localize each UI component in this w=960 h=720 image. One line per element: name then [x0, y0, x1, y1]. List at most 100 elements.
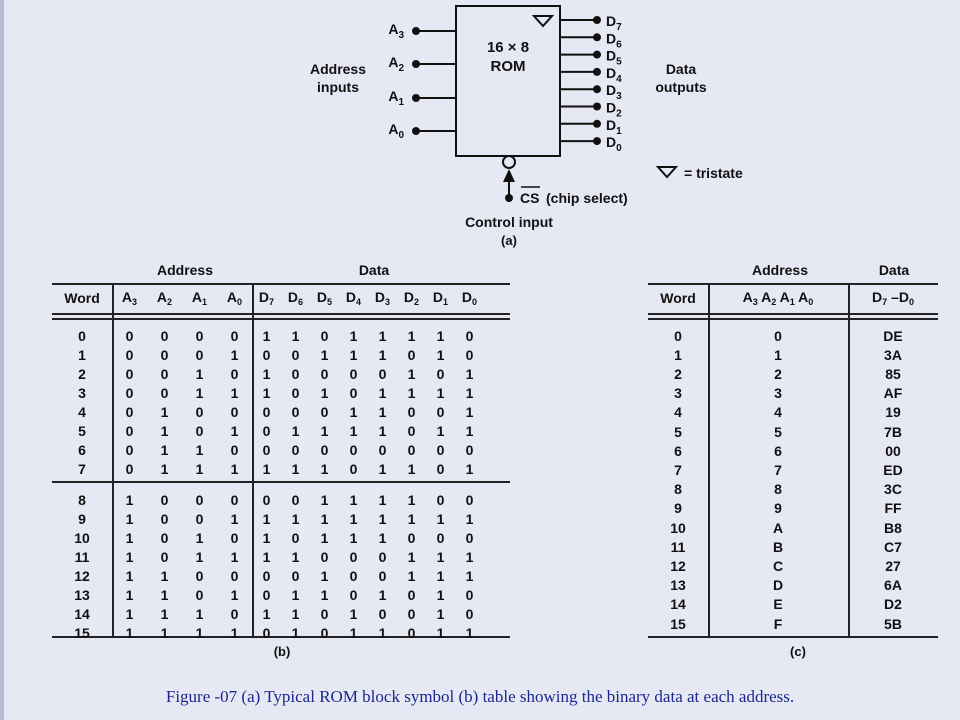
- table-cell: 5: [674, 423, 682, 440]
- address-pin-label: A0: [388, 121, 404, 141]
- cs-description: (chip select): [546, 190, 628, 206]
- table-cell: 0: [349, 441, 358, 458]
- table-cell: 2: [78, 365, 86, 382]
- table-c-bottom-rule: [648, 636, 938, 638]
- table-cell: FF: [884, 500, 902, 517]
- table-cell: 1: [465, 548, 474, 565]
- table-cell: 1: [125, 586, 134, 603]
- rom-chip-body: [455, 5, 561, 157]
- table-cell: 1: [407, 548, 416, 565]
- table-cell: 0: [349, 548, 358, 565]
- table-cell: 1: [465, 384, 474, 401]
- table-cell: 1: [262, 605, 271, 622]
- table-cell: 0: [349, 365, 358, 382]
- table-cell: 1: [378, 460, 387, 477]
- table-cell: 0: [436, 403, 445, 420]
- table-cell: 0: [320, 327, 329, 344]
- table-cell: 0: [291, 567, 300, 584]
- table-c-header-data: D7 –D0: [872, 289, 914, 307]
- table-cell: 3A: [884, 346, 902, 363]
- table-cell: 0: [230, 365, 239, 382]
- table-cell: 9: [78, 510, 86, 527]
- table-cell: 1: [320, 422, 329, 439]
- table-cell: 6: [78, 441, 86, 458]
- table-cell: 1: [349, 422, 358, 439]
- table-cell: 0: [230, 529, 239, 546]
- table-cell: 1: [160, 441, 169, 458]
- table-cell: 1: [465, 460, 474, 477]
- table-cell: ED: [883, 461, 903, 478]
- table-cell: 6: [774, 442, 782, 459]
- table-cell: 0: [195, 586, 204, 603]
- table-cell: 0: [465, 327, 474, 344]
- table-cell: B: [772, 538, 784, 555]
- table-cell: 1: [378, 491, 387, 508]
- table-cell: 0: [195, 510, 204, 527]
- table-cell: 0: [160, 529, 169, 546]
- table-cell: 1: [291, 510, 300, 527]
- table-cell: 0: [436, 529, 445, 546]
- table-b-header-rule: [52, 313, 510, 315]
- address-pin-dot: [412, 27, 420, 35]
- table-cell: 0: [436, 460, 445, 477]
- address-pin-dot: [412, 127, 420, 135]
- table-b-header-cell: D5: [316, 289, 333, 307]
- table-cell: 7: [774, 461, 782, 478]
- table-cell: 1: [465, 422, 474, 439]
- table-cell: 1: [436, 346, 445, 363]
- table-cell: 0: [262, 491, 271, 508]
- address-pin-dot: [412, 60, 420, 68]
- table-cell: 0: [230, 491, 239, 508]
- table-cell: 1: [378, 624, 387, 641]
- table-c-header-address: A3 A2 A1 A0: [742, 289, 814, 307]
- table-cell: 0: [262, 624, 271, 641]
- table-cell: 1: [378, 327, 387, 344]
- table-cell: C7: [884, 538, 902, 555]
- table-cell: 6A: [884, 577, 902, 594]
- table-b-header-cell: D1: [432, 289, 449, 307]
- table-cell: 1: [291, 605, 300, 622]
- figure-a-label: (a): [501, 233, 517, 248]
- table-b-top-rule: [52, 283, 510, 285]
- data-pin-dot: [593, 67, 601, 76]
- table-cell: 1: [291, 422, 300, 439]
- table-cell: 1: [230, 586, 239, 603]
- figure-c-label: (c): [790, 644, 806, 659]
- table-cell: 0: [125, 346, 134, 363]
- table-cell: 0: [262, 346, 271, 363]
- table-cell: 0: [291, 384, 300, 401]
- data-pin-dot: [593, 119, 601, 128]
- table-cell: 0: [291, 491, 300, 508]
- table-cell: 1: [230, 384, 239, 401]
- table-cell: 1: [407, 384, 416, 401]
- address-pin-label: A2: [388, 54, 404, 74]
- table-cell: 1: [349, 346, 358, 363]
- table-cell: 1: [230, 346, 239, 363]
- table-cell: 7: [674, 461, 682, 478]
- table-cell: 1: [125, 567, 134, 584]
- table-c-header-rule-2: [648, 318, 938, 320]
- table-cell: 1: [378, 346, 387, 363]
- table-cell: 1: [160, 586, 169, 603]
- table-cell: 8: [674, 481, 682, 498]
- address-pin-dot: [412, 94, 420, 102]
- table-b-header-cell: D6: [287, 289, 304, 307]
- table-cell: 1: [125, 548, 134, 565]
- table-cell: 1: [465, 403, 474, 420]
- table-cell: 85: [885, 365, 901, 382]
- table-cell: 0: [378, 567, 387, 584]
- table-cell: AF: [883, 385, 903, 402]
- table-cell: 4: [78, 403, 86, 420]
